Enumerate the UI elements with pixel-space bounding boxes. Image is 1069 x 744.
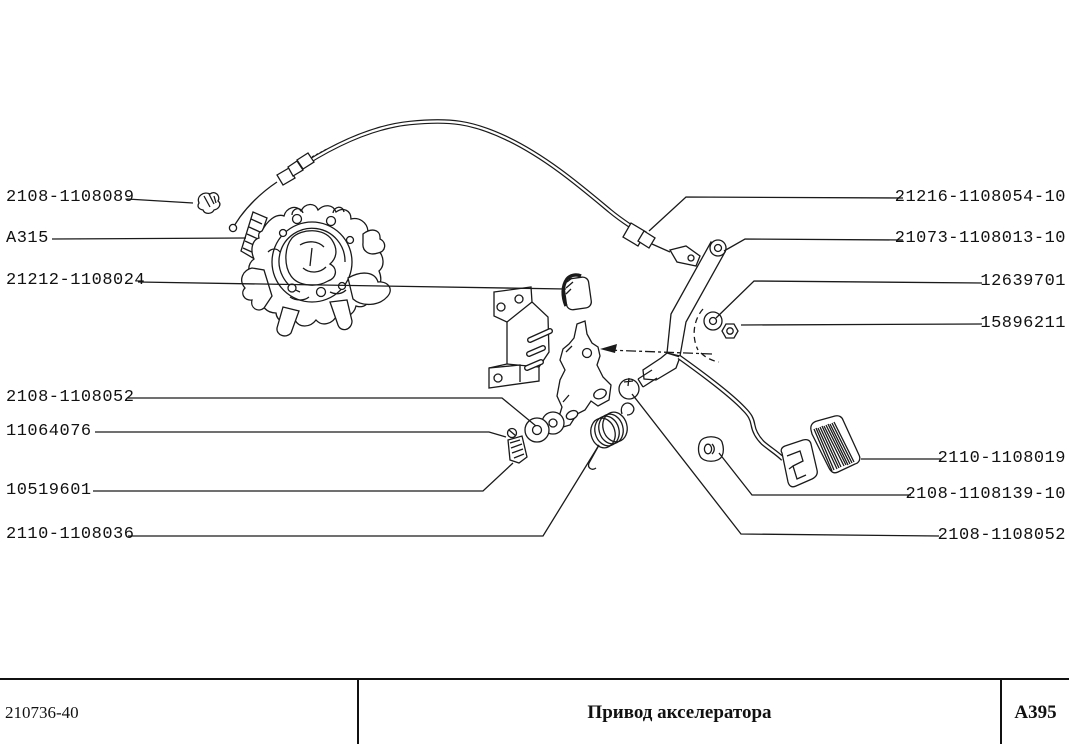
part-label: А315	[6, 229, 49, 248]
leader-2108-1108052-right	[631, 393, 940, 537]
part-label: 2108-1108089	[6, 188, 135, 207]
leader-2108-1108052-left	[128, 397, 537, 427]
part-label: 2110-1108019	[937, 449, 1066, 468]
part-label: 21073-1108013-10	[894, 229, 1066, 248]
part-label: 12639701	[980, 272, 1066, 291]
part-label: 15896211	[980, 314, 1066, 333]
leader-2108-1108139-10	[718, 452, 911, 496]
pivot-nut	[721, 323, 739, 339]
document-number: 210736-40	[5, 703, 79, 722]
title-block: 210736-40 Привод акселератора А395	[0, 678, 1069, 744]
part-label: 21216-1108054-10	[894, 188, 1066, 207]
carburetor-throttle-body	[240, 203, 391, 337]
leader-10519601	[93, 462, 514, 492]
leader-2110-1108036	[128, 444, 600, 537]
pedal-rubber-pad	[810, 415, 861, 474]
page-code: А395	[1000, 680, 1069, 744]
part-label: 21212-1108024	[6, 271, 146, 290]
sealing-pad	[561, 273, 592, 311]
spacer-bushing	[697, 436, 725, 462]
assembly-arrow	[600, 344, 713, 355]
part-label: 2108-1108139-10	[905, 485, 1066, 504]
bushing-washers	[524, 411, 565, 443]
cable-adjuster	[276, 148, 328, 186]
pedal-bracket	[556, 320, 612, 428]
retaining-clip	[507, 435, 528, 464]
part-label: 10519601	[6, 481, 92, 500]
pedal-plate	[780, 438, 818, 488]
part-label: 11064076	[6, 422, 92, 441]
leader-lines	[51, 196, 983, 537]
return-spring	[587, 402, 635, 470]
leader-21212-1108024	[137, 281, 567, 290]
pedal-lever	[618, 239, 727, 400]
leader-2108-1108089	[126, 198, 194, 204]
leader-15896211	[740, 323, 983, 326]
leader-12639701	[715, 280, 983, 319]
part-label: 2110-1108036	[6, 525, 135, 544]
figure-title: Привод акселератора	[357, 680, 1000, 744]
leader-21073-1108013-10	[723, 238, 904, 252]
mounting-bracket	[488, 286, 553, 389]
leader-21216-1108054-10	[648, 196, 904, 232]
pedal-rod	[677, 354, 785, 461]
leader-a315	[51, 237, 247, 240]
cable-clevis	[669, 245, 701, 267]
part-label: 2108-1108052	[937, 526, 1066, 545]
cable-end-ball	[228, 223, 238, 233]
accelerator-cable-assembly	[197, 119, 701, 267]
cable-end-fitting	[622, 222, 701, 267]
leader-11064076	[95, 431, 507, 438]
cable-cap	[197, 192, 221, 215]
part-label: 2108-1108052	[6, 388, 135, 407]
